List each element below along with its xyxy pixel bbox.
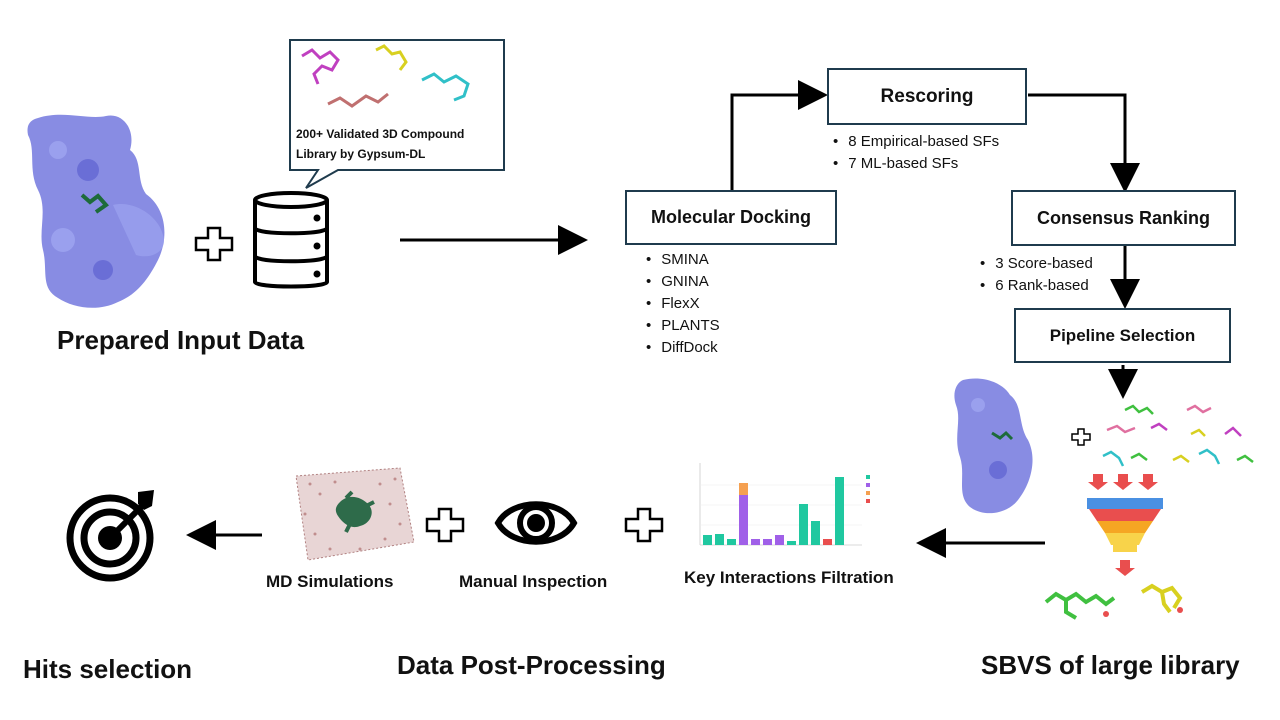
docking-tool-item: DiffDock: [646, 337, 720, 359]
md-simulation-box-icon: [295, 467, 415, 561]
molecule-icon: [1102, 404, 1254, 467]
protein-surface-icon: [27, 114, 165, 308]
rescoring-box: Rescoring: [827, 68, 1027, 125]
consensus-list: 3 Score-based 6 Rank-based: [980, 253, 1093, 297]
eye-icon: [494, 501, 578, 545]
plus-icon: [425, 507, 465, 543]
funnel-icon: [1087, 474, 1163, 576]
plus-icon: [194, 226, 234, 262]
database-icon: [253, 191, 329, 289]
rescoring-item: 8 Empirical-based SFs: [833, 131, 999, 153]
docking-tool-item: PLANTS: [646, 315, 719, 337]
rescoring-item: 7 ML-based SFs: [833, 153, 999, 175]
rescoring-list: 8 Empirical-based SFs 7 ML-based SFs: [833, 131, 999, 175]
post-processing-section-title: Data Post-Processing: [397, 650, 666, 680]
sbvs-section-title: SBVS of large library: [981, 650, 1240, 680]
docking-tool-item: FlexX: [646, 293, 720, 315]
molecule-icon: [1044, 583, 1183, 620]
manual-inspection-caption: Manual Inspection: [459, 572, 608, 591]
docking-tool-item: GNINA: [646, 271, 720, 293]
consensus-item: 3 Score-based: [980, 253, 1093, 275]
docking-tool-item: SMINA: [646, 249, 720, 271]
plus-icon: [624, 507, 664, 543]
docking-tools-list: SMINA GNINA FlexX PLANTS DiffDock: [646, 249, 720, 359]
input-section-title: Prepared Input Data: [57, 325, 305, 355]
pipeline-selection-box: Pipeline Selection: [1014, 308, 1231, 363]
consensus-ranking-box: Consensus Ranking: [1011, 190, 1236, 246]
plus-icon: [1071, 428, 1091, 446]
interaction-chart-thumbnail: [686, 455, 886, 555]
protein-surface-icon: [954, 378, 1033, 514]
key-interactions-caption: Key Interactions Filtration: [684, 568, 894, 587]
md-simulations-caption: MD Simulations: [266, 572, 394, 591]
consensus-item: 6 Rank-based: [980, 275, 1093, 297]
molecular-docking-box: Molecular Docking: [625, 190, 837, 245]
hits-section-title: Hits selection: [23, 654, 193, 684]
molecule-icon: [301, 44, 470, 108]
library-label: 200+ Validated 3D Compound Library by Gy…: [296, 127, 465, 161]
library-callout: [289, 39, 505, 189]
target-icon: [66, 490, 154, 582]
